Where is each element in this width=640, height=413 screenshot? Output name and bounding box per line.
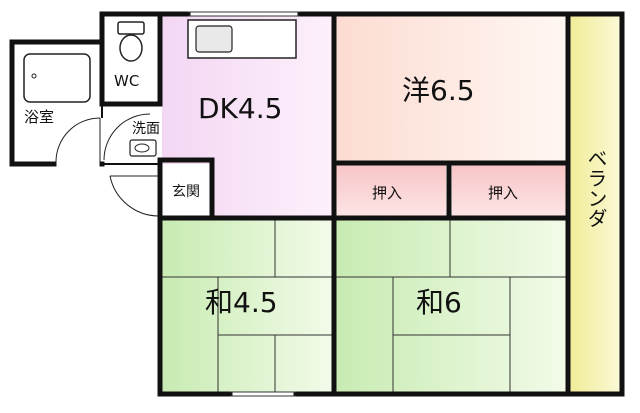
- door-swings: [55, 113, 161, 217]
- tatami-lines-large: [336, 220, 568, 392]
- closet-right: [452, 165, 568, 218]
- washbasin-icon: [129, 139, 157, 157]
- room-label-dk: DK4.5: [198, 92, 282, 125]
- western-room: [336, 16, 568, 162]
- room-label-washroom: 洗面: [132, 121, 160, 137]
- tatami-lines-small: [162, 220, 332, 392]
- window-markers: [188, 11, 300, 397]
- washitsu-large-room: [336, 220, 568, 392]
- toilet-icon: [117, 21, 145, 62]
- walls: [9, 11, 625, 397]
- room-label-veranda: ベランダ: [584, 148, 608, 228]
- entrance-area: [162, 164, 212, 216]
- room-label-closet-left: 押入: [372, 184, 402, 202]
- room-label-bath: 浴室: [24, 108, 54, 126]
- room-label-entrance: 玄関: [172, 183, 200, 200]
- veranda: [570, 14, 622, 394]
- room-label-wc: WC: [114, 72, 139, 90]
- thin-walls: [101, 104, 160, 165]
- room-label-washitsu-large: 和6: [416, 286, 462, 319]
- washitsu-small-room: [162, 220, 332, 392]
- room-label-closet-right: 押入: [488, 184, 518, 202]
- closet-left: [336, 165, 446, 218]
- bathtub-drain-icon: [31, 73, 37, 79]
- room-label-western: 洋6.5: [402, 74, 475, 107]
- bathtub-icon: [23, 53, 91, 103]
- room-label-washitsu-small: 和4.5: [205, 286, 278, 319]
- kitchen-sink-icon: [195, 25, 233, 53]
